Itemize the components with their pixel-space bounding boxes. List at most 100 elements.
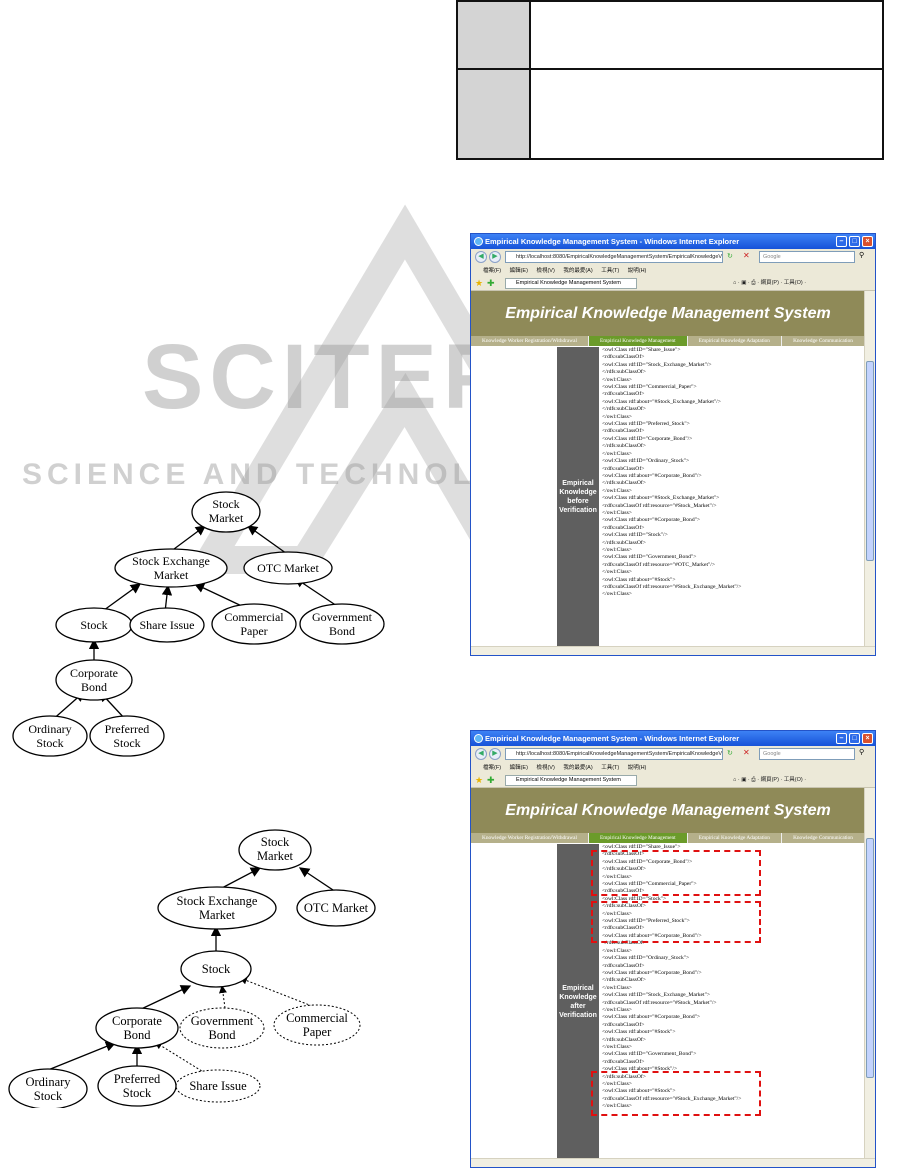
close-button[interactable]: × bbox=[862, 236, 873, 247]
label-government-bond: Government bbox=[191, 1014, 254, 1028]
stop-icon[interactable]: ✕ bbox=[743, 748, 750, 757]
search-icon[interactable]: ⚲ bbox=[859, 749, 865, 756]
browser-tab[interactable]: Empirical Knowledge Management System bbox=[505, 775, 637, 786]
code-line: </owl:Class> bbox=[602, 1043, 632, 1050]
command-bar[interactable]: ⌂ · ▣ · ⎙ · 網頁(P) · 工具(O) · bbox=[733, 777, 807, 783]
code-line: <owl:Class rdf:about="#Corporate_Bond"> bbox=[602, 1014, 701, 1021]
horizontal-scrollbar[interactable] bbox=[471, 1158, 875, 1167]
forward-button[interactable]: ▶ bbox=[489, 748, 501, 760]
back-button[interactable]: ◀ bbox=[475, 748, 487, 760]
url-input[interactable]: http://localhost:8080/EmpiricalKnowledge… bbox=[505, 748, 723, 760]
menu-tools[interactable]: 工具(T) bbox=[601, 268, 620, 274]
nav-tab-management[interactable]: Empirical Knowledge Management bbox=[589, 833, 688, 843]
code-line: <owl:Class rdf:about="#Corporate_Bond"/> bbox=[602, 932, 702, 939]
code-line: <owl:Class rdf:about="#Stock"> bbox=[602, 576, 676, 583]
command-bar[interactable]: ⌂ · ▣ · ⎙ · 網頁(P) · 工具(O) · bbox=[733, 280, 807, 286]
label-commercial-paper: Paper bbox=[303, 1025, 332, 1039]
stop-icon[interactable]: ✕ bbox=[743, 251, 750, 260]
code-line: <owl:Class rdf:ID="Commercial_Paper"> bbox=[602, 384, 697, 391]
code-line: <rdfs:subClassOf> bbox=[602, 851, 645, 858]
menu-edit[interactable]: 編輯(E) bbox=[509, 268, 528, 274]
ie-icon bbox=[474, 237, 483, 246]
tab-bar: ★ ✚ Empirical Knowledge Management Syste… bbox=[471, 277, 875, 291]
node-stock bbox=[180, 950, 252, 988]
back-button[interactable]: ◀ bbox=[475, 251, 487, 263]
code-line: <rdfs:subClassOf> bbox=[602, 465, 645, 472]
code-line: <owl:Class rdf:about="#Stock_Exchange_Ma… bbox=[602, 398, 721, 405]
menu-file[interactable]: 檔案(F) bbox=[483, 268, 502, 274]
close-button[interactable]: × bbox=[862, 733, 873, 744]
nav-tab-registration[interactable]: Knowledge Worker Registration/Withdrawal bbox=[471, 336, 589, 346]
code-line: <owl:Class rdf:about="#Stock_Exchange_Ma… bbox=[602, 495, 720, 502]
maximize-button[interactable]: □ bbox=[849, 236, 860, 247]
scroll-thumb[interactable] bbox=[866, 361, 874, 561]
menu-tools[interactable]: 工具(T) bbox=[601, 765, 620, 771]
menu-favorites[interactable]: 我的最愛(A) bbox=[563, 765, 593, 771]
code-line: <owl:Class rdf:ID="Share_Issue"> bbox=[602, 347, 681, 353]
code-line: <rdfs:subClassOf> bbox=[602, 925, 645, 932]
code-line: <owl:Class rdf:ID="Corporate_Bond"/> bbox=[602, 858, 693, 865]
node-preferred-stock bbox=[97, 1065, 177, 1107]
label-preferred-stock: Stock bbox=[113, 736, 140, 750]
code-line: <owl:Class rdf:about="#Stock"/> bbox=[602, 1066, 678, 1073]
favorites-star-icon[interactable]: ★ bbox=[475, 775, 484, 785]
scroll-thumb[interactable] bbox=[866, 838, 874, 1078]
code-line: <owl:Class rdf:ID="Share_Issue"> bbox=[602, 844, 681, 850]
label-government-bond: Bond bbox=[208, 1028, 236, 1042]
forward-button[interactable]: ▶ bbox=[489, 251, 501, 263]
nav-tab-communication[interactable]: Knowledge Communication bbox=[782, 336, 865, 346]
minimize-button[interactable]: – bbox=[836, 236, 847, 247]
refresh-icon[interactable]: ↻ bbox=[727, 253, 733, 260]
minimize-button[interactable]: – bbox=[836, 733, 847, 744]
code-line: <rdfs:subClassOf rdf:resource="#Stock_Ma… bbox=[602, 999, 717, 1006]
url-input[interactable]: http://localhost:8080/EmpiricalKnowledge… bbox=[505, 251, 723, 263]
horizontal-scrollbar[interactable] bbox=[471, 646, 875, 655]
vertical-scrollbar[interactable] bbox=[864, 788, 875, 1159]
label-stock-market: Market bbox=[257, 849, 294, 863]
node-government-bond bbox=[299, 603, 385, 645]
menu-view[interactable]: 檢視(V) bbox=[536, 268, 555, 274]
label-stock-exchange: Market bbox=[154, 568, 189, 582]
menu-edit[interactable]: 編輯(E) bbox=[509, 765, 528, 771]
node-otc-market bbox=[243, 551, 333, 585]
favorites-star-icon[interactable]: ★ bbox=[475, 278, 484, 288]
vertical-scrollbar[interactable] bbox=[864, 291, 875, 647]
add-favorites-icon[interactable]: ✚ bbox=[487, 775, 495, 785]
ontology-tree-before: Stock Market Stock Exchange Market OTC M… bbox=[12, 491, 385, 757]
label-stock-exchange: Stock Exchange bbox=[132, 554, 210, 568]
menu-file[interactable]: 檔案(F) bbox=[483, 765, 502, 771]
node-stock-market bbox=[238, 829, 312, 871]
menu-favorites[interactable]: 我的最愛(A) bbox=[563, 268, 593, 274]
table-cell-body bbox=[531, 70, 882, 158]
nav-tab-communication[interactable]: Knowledge Communication bbox=[782, 833, 865, 843]
node-commercial-paper bbox=[273, 1004, 361, 1046]
highlight-box bbox=[591, 1071, 761, 1116]
browser-tab[interactable]: Empirical Knowledge Management System bbox=[505, 278, 637, 289]
nav-tab-adaptation[interactable]: Empirical Knowledge Adaptation bbox=[688, 833, 783, 843]
label-corporate-bond: Bond bbox=[123, 1028, 151, 1042]
menu-help[interactable]: 說明(H) bbox=[627, 765, 647, 771]
label-stock-market: Market bbox=[209, 511, 244, 525]
maximize-button[interactable]: □ bbox=[849, 733, 860, 744]
menu-help[interactable]: 說明(H) bbox=[627, 268, 647, 274]
nav-tab-adaptation[interactable]: Empirical Knowledge Adaptation bbox=[688, 336, 783, 346]
label-government-bond: Government bbox=[312, 610, 373, 624]
code-line: </owl:Class> bbox=[602, 1081, 632, 1087]
search-icon[interactable]: ⚲ bbox=[859, 252, 865, 259]
side-panel: Empirical Knowledge before Verification bbox=[557, 347, 599, 647]
search-input[interactable]: Google bbox=[759, 748, 855, 760]
browser-window-before: Empirical Knowledge Management System - … bbox=[470, 233, 876, 656]
nav-tab-management[interactable]: Empirical Knowledge Management bbox=[589, 336, 688, 346]
refresh-icon[interactable]: ↻ bbox=[727, 750, 733, 757]
page-content: Empirical Knowledge Management System Kn… bbox=[471, 788, 865, 1159]
label-stock-market: Stock bbox=[212, 497, 239, 511]
nav-tab-registration[interactable]: Knowledge Worker Registration/Withdrawal bbox=[471, 833, 589, 843]
label-stock-exchange: Stock Exchange bbox=[177, 894, 258, 908]
code-line: <owl:Class rdf:ID="Government_Bond"> bbox=[602, 1051, 697, 1058]
code-line: </owl:Class> bbox=[602, 569, 632, 576]
code-line: </owl:Class> bbox=[602, 487, 632, 494]
menu-view[interactable]: 檢視(V) bbox=[536, 765, 555, 771]
code-line: </owl:Class> bbox=[602, 1103, 632, 1110]
search-input[interactable]: Google bbox=[759, 251, 855, 263]
add-favorites-icon[interactable]: ✚ bbox=[487, 278, 495, 288]
